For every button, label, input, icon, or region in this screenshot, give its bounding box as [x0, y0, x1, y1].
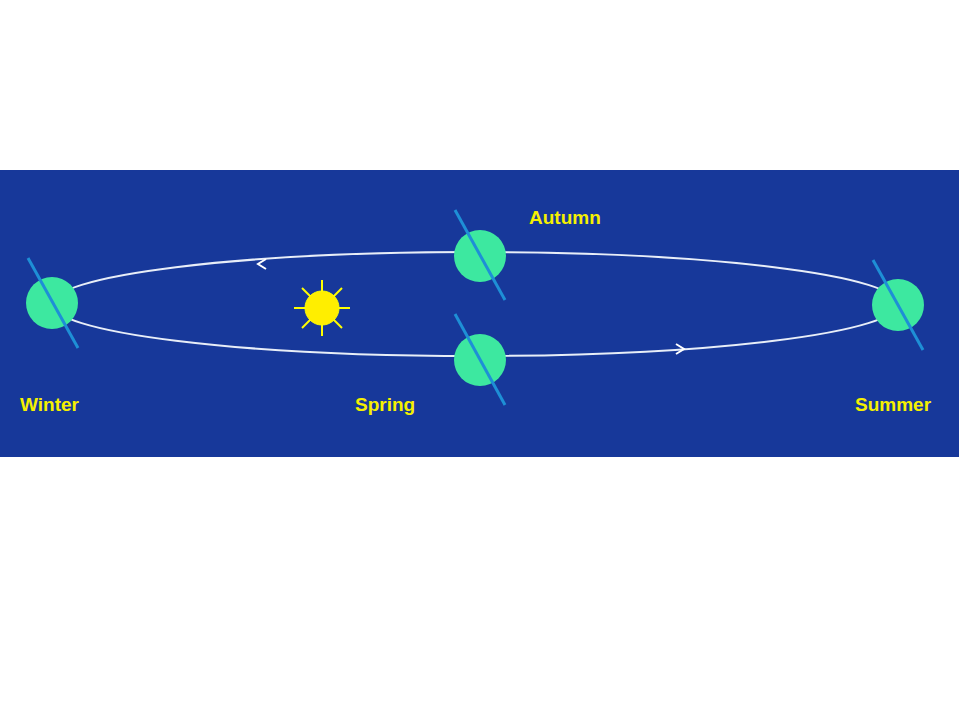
earth-winter — [26, 258, 78, 348]
orbit-arrow — [676, 344, 684, 354]
blue-background — [0, 170, 959, 457]
earth-autumn — [454, 210, 506, 300]
season-label: Summer — [855, 394, 931, 416]
earth-summer — [872, 260, 924, 350]
earth-spring — [454, 314, 506, 405]
sun — [305, 291, 339, 325]
season-label: Winter — [20, 394, 79, 416]
orbit-arrow — [258, 259, 266, 269]
season-label: Spring — [355, 394, 415, 416]
season-label: Autumn — [529, 207, 601, 229]
sun-rays — [294, 280, 350, 336]
